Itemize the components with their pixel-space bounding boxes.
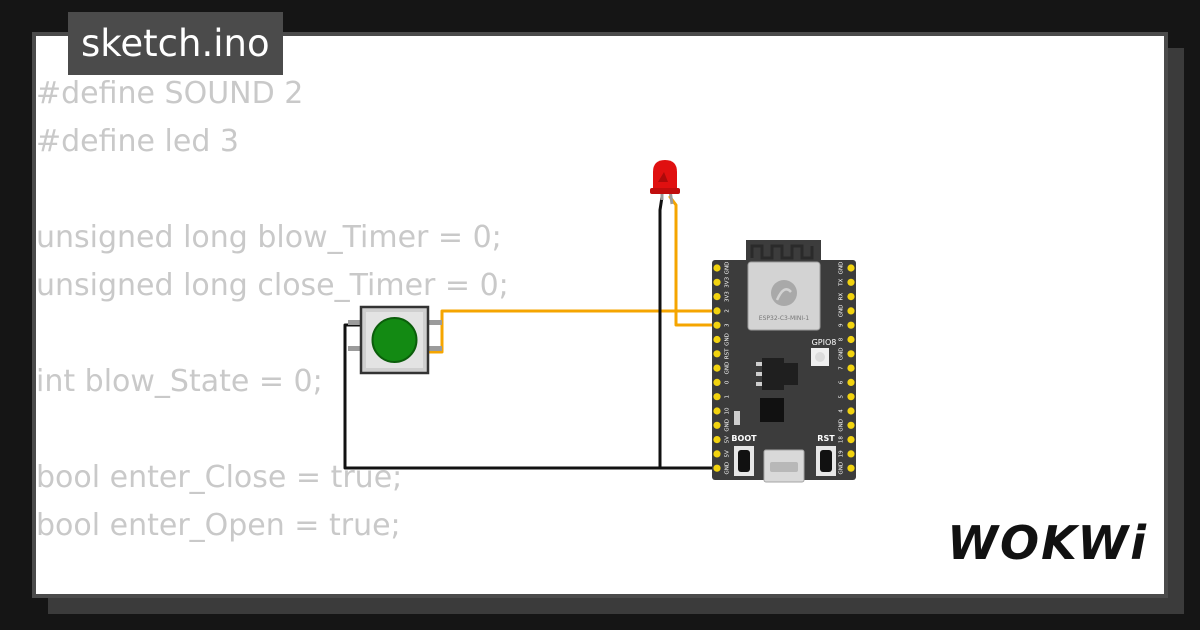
pin-label: 18 <box>839 436 845 443</box>
code-line: #define led 3 <box>36 124 239 159</box>
pin-label: GND <box>725 462 731 475</box>
pin-label: GND <box>839 262 845 275</box>
pin-label: 0 <box>725 380 731 384</box>
wokwi-logo[interactable]: WOKWi <box>947 516 1148 570</box>
pin-label: 3 <box>725 323 731 327</box>
header-pin[interactable] <box>847 364 855 372</box>
gpio8-label: GPIO8 <box>812 338 837 347</box>
pin-label: 3V3 <box>725 291 731 302</box>
pin-label: 1 <box>725 395 731 399</box>
header-pin[interactable] <box>847 378 855 386</box>
pin-label: GND <box>839 305 845 318</box>
header-pin[interactable] <box>713 378 721 386</box>
header-pin[interactable] <box>847 421 855 429</box>
header-pin[interactable] <box>847 321 855 329</box>
header-pin[interactable] <box>713 293 721 301</box>
pin-label: 10 <box>725 407 731 414</box>
header-pin[interactable] <box>713 393 721 401</box>
header-pin[interactable] <box>847 450 855 458</box>
header-pin[interactable] <box>713 321 721 329</box>
usb-chip <box>760 398 784 422</box>
pin-label: GND <box>839 347 845 360</box>
header-pin[interactable] <box>713 350 721 358</box>
voltage-regulator <box>762 358 784 390</box>
code-line: bool enter_Close = true; <box>36 460 403 495</box>
code-line: int blow_State = 0; <box>36 364 323 399</box>
red-led[interactable] <box>650 160 680 205</box>
header-pin[interactable] <box>713 278 721 286</box>
header-pin[interactable] <box>847 436 855 444</box>
pin-label: 5V <box>725 450 731 457</box>
pin-label: GND <box>839 462 845 475</box>
left-header-pins <box>713 264 721 472</box>
pin-label: RST <box>725 348 731 359</box>
header-pin[interactable] <box>713 335 721 344</box>
pin-label: 4 <box>839 409 845 413</box>
pin-label: 8 <box>839 337 845 341</box>
code-line: #define SOUND 2 <box>36 76 304 111</box>
wire-led-to-gnd[interactable] <box>658 195 719 470</box>
pin-label: 9 <box>839 323 845 327</box>
boot-label: BOOT <box>731 434 757 443</box>
push-button[interactable] <box>348 305 442 375</box>
pin-label: 6 <box>839 380 845 384</box>
header-pin[interactable] <box>847 350 855 358</box>
header-pin[interactable] <box>713 450 721 458</box>
pin-label: 5V <box>725 436 731 443</box>
right-header-pins <box>847 264 855 472</box>
pin-label: TX <box>839 279 845 287</box>
header-pin[interactable] <box>713 264 721 272</box>
header-pin[interactable] <box>847 264 855 272</box>
header-pin[interactable] <box>713 436 721 444</box>
pin-label: 7 <box>839 366 845 370</box>
code-line: unsigned long close_Timer = 0; <box>36 268 509 303</box>
esp32-c3-devkit[interactable]: ESP32-C3-MINI-1 GPIO8 BOOT RST GND3V33V3… <box>712 240 856 483</box>
code-line: unsigned long blow_Timer = 0; <box>36 220 502 255</box>
file-tab-label: sketch.ino <box>81 22 270 65</box>
header-pin[interactable] <box>847 293 855 301</box>
preview-card <box>32 32 1168 598</box>
header-pin[interactable] <box>847 278 855 286</box>
pin-label: 5 <box>839 394 845 398</box>
header-pin[interactable] <box>847 464 855 472</box>
module-label: ESP32-C3-MINI-1 <box>759 315 810 322</box>
header-pin[interactable] <box>713 421 721 429</box>
pin-label: GND <box>725 362 731 375</box>
pin-label: 2 <box>725 309 731 313</box>
wire-led-to-gpio3[interactable] <box>668 195 719 327</box>
code-line: bool enter_Open = true; <box>36 508 401 543</box>
header-pin[interactable] <box>713 407 721 415</box>
pin-label: GND <box>725 419 731 432</box>
header-pin[interactable] <box>847 335 855 344</box>
pin-label: 19 <box>839 450 845 457</box>
header-pin[interactable] <box>847 307 855 315</box>
pin-label: GND <box>725 333 731 346</box>
header-pin[interactable] <box>713 464 721 472</box>
rst-label: RST <box>817 434 835 443</box>
code-listing: #define SOUND 2 #define led 3 unsigned l… <box>36 70 509 550</box>
file-tab[interactable]: sketch.ino <box>68 12 283 75</box>
header-pin[interactable] <box>713 307 721 315</box>
header-pin[interactable] <box>713 364 721 372</box>
pin-label: GND <box>839 419 845 432</box>
header-pin[interactable] <box>847 407 855 415</box>
pin-label: GND <box>725 262 731 275</box>
header-pin[interactable] <box>847 393 855 401</box>
pin-label: 3V3 <box>725 276 731 287</box>
pin-label: RX <box>839 293 845 301</box>
wire-button-to-gpio2[interactable] <box>426 309 719 354</box>
